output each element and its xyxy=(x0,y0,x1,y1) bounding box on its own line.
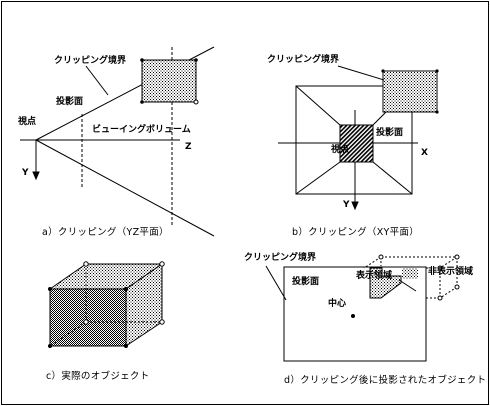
clipped-object-a xyxy=(141,59,197,103)
vertex-dot-open xyxy=(83,261,89,267)
non-display-box xyxy=(363,256,458,299)
vertex-dot xyxy=(140,58,144,62)
view-volume-label: ビューイングボリューム xyxy=(92,125,191,135)
diag-tl xyxy=(295,85,341,126)
projection-plane-label-b: 投影面 xyxy=(376,128,404,138)
frustum-lower-edge xyxy=(35,139,215,237)
vertex-dot-open xyxy=(437,295,443,301)
clipping-boundary-label-b: クリッピング境界 xyxy=(267,55,340,65)
hidden-edge xyxy=(49,321,87,347)
clipping-boundary-label-d: クリッピング境界 xyxy=(244,253,317,263)
caption-d: d）クリッピング後に投影されたオブジェクト xyxy=(284,375,487,386)
caption-c: c）実際のオブジェクト xyxy=(46,371,150,382)
vertex-dot xyxy=(435,110,439,114)
y-axis-label-b: Y xyxy=(343,200,350,210)
non-display-area-label: 非表示領域 xyxy=(428,267,474,277)
diag-bl xyxy=(295,161,341,195)
projection-plane-label-a: 投影面 xyxy=(56,97,84,107)
vertex-dot xyxy=(124,344,128,348)
center-dot xyxy=(351,314,355,318)
vertex-dot xyxy=(48,287,52,291)
viewpoint-label-a: 視点 xyxy=(18,117,37,127)
projection-plane-label-d: 投影面 xyxy=(292,277,320,287)
z-axis-label: Z xyxy=(185,142,192,152)
vertex-dot xyxy=(140,100,144,104)
vertex-dot-open xyxy=(83,319,89,325)
vertex-dot xyxy=(435,69,439,73)
center-label: 中心 xyxy=(328,299,347,309)
vertex-dot xyxy=(194,58,198,62)
caption-b: b）クリッピング（XY平面） xyxy=(292,227,420,238)
x-axis-label: X xyxy=(421,148,428,158)
panel-a xyxy=(20,46,215,237)
vertex-dot-open xyxy=(454,254,460,260)
vertex-dot-open xyxy=(193,99,199,105)
vertex-dot-open xyxy=(454,284,460,290)
cube-front-face xyxy=(49,288,127,347)
leader-line xyxy=(337,65,385,81)
panel-b xyxy=(278,65,439,211)
vertex-dot-open xyxy=(437,265,443,271)
viewpoint-label-b: 視点 xyxy=(331,145,350,155)
y-axis-arrowhead xyxy=(32,171,40,181)
caption-a: a）クリッピング（YZ平面） xyxy=(42,227,169,238)
vertex-dot-open xyxy=(378,254,384,260)
vertex-dot-open xyxy=(159,261,165,267)
clipping-boundary-label-a: クリッピング境界 xyxy=(54,56,127,66)
vertex-dot xyxy=(48,344,52,348)
leader-line xyxy=(265,265,287,301)
non-display-face-top xyxy=(402,268,418,279)
projection-window-d xyxy=(283,266,427,362)
panel-d xyxy=(265,254,460,362)
panel-c xyxy=(48,261,165,348)
y-axis-arrowhead xyxy=(351,201,359,211)
display-area-label: 表示領域 xyxy=(356,271,393,281)
clip-window xyxy=(295,85,413,195)
clipped-object-b xyxy=(382,70,438,113)
y-axis-label-a: Y xyxy=(22,168,29,178)
leader-line xyxy=(398,279,417,292)
projection-plane-b xyxy=(339,124,374,163)
vertex-dot-open xyxy=(159,319,165,325)
diag-br xyxy=(372,161,413,195)
leader-line xyxy=(85,65,109,96)
vertex-dot xyxy=(124,287,128,291)
vertex-dot xyxy=(381,69,385,73)
